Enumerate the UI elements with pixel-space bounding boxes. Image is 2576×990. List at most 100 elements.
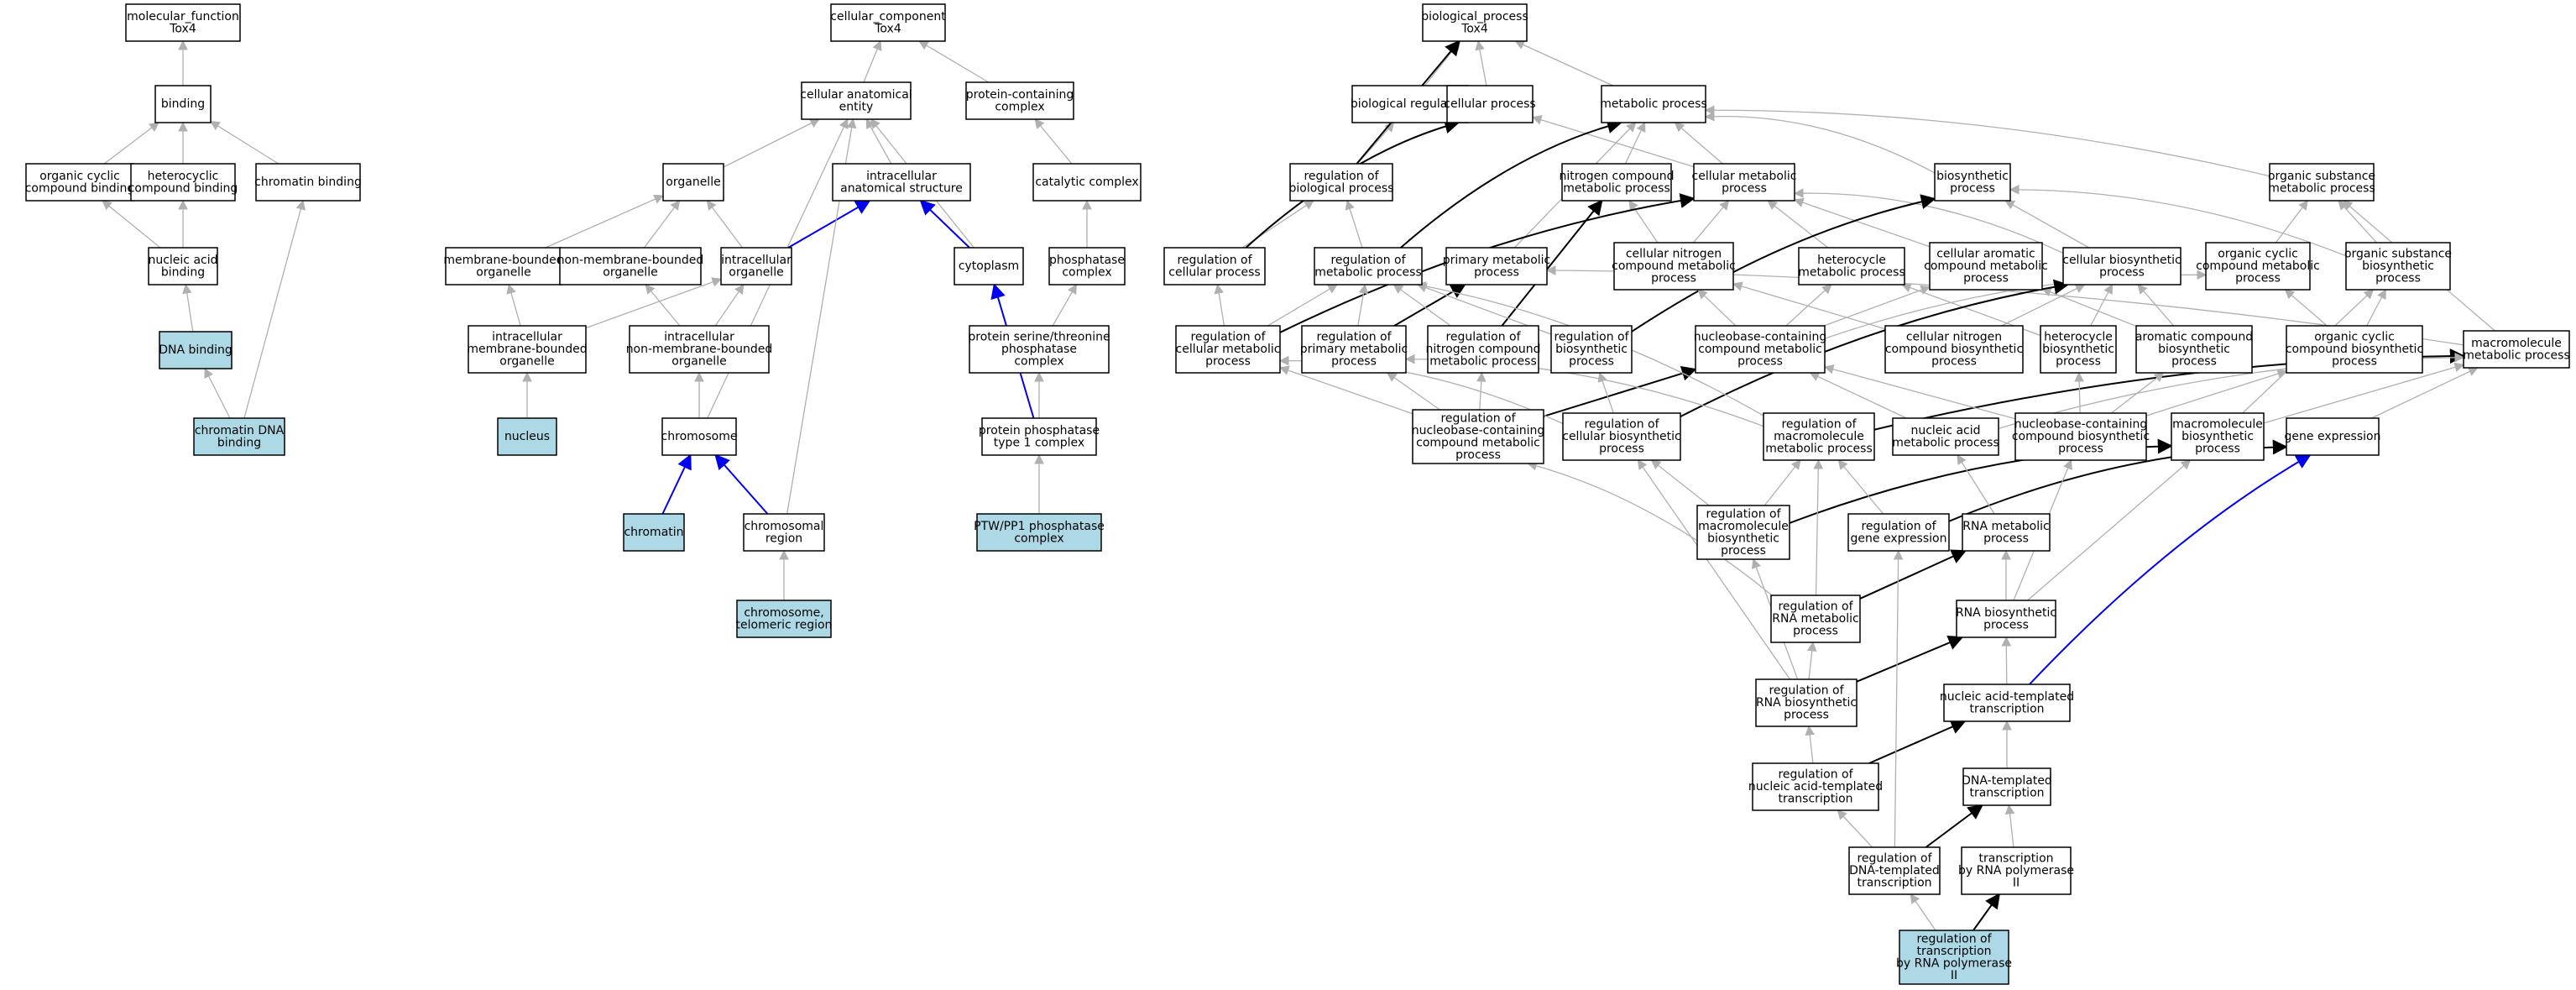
node-cellproc[interactable]: cellular process <box>1444 85 1536 123</box>
node-box-rbiosyn <box>1550 325 1633 374</box>
node-label-cellproc: cellular process <box>1444 97 1535 111</box>
edge-organelle-to-cae <box>723 118 821 168</box>
edge-io-to-ias <box>787 200 871 249</box>
node-box-ptw <box>976 513 1102 552</box>
node-cyto[interactable]: cytoplasm <box>954 247 1024 285</box>
edge-rrnabp-to-rcbp <box>1637 459 1791 680</box>
edge-cyto-to-ias <box>919 199 970 249</box>
node-chromatin[interactable]: chromatin <box>623 513 685 552</box>
edge-namp-to-nbcmp <box>1809 372 1907 419</box>
node-telo[interactable]: chromosome,telomeric region <box>736 600 833 638</box>
node-label-rnatt: transcription <box>1778 793 1852 806</box>
node-nucleus[interactable]: nucleus <box>497 417 557 456</box>
node-label-cbp: process <box>2099 265 2145 279</box>
node-binding[interactable]: binding <box>154 85 212 123</box>
node-label-pstp: complex <box>1014 355 1063 369</box>
node-box-occmp <box>2205 242 2311 291</box>
node-rmacbp[interactable]: regulation ofmacromoleculebiosyntheticpr… <box>1696 505 1790 560</box>
node-metproc[interactable]: metabolic process <box>1600 85 1707 123</box>
node-box-macmp <box>2463 330 2570 369</box>
node-inmbo[interactable]: intracellularnon-membrane-boundedorganel… <box>626 325 773 374</box>
node-chrom_bind[interactable]: chromatin binding <box>254 163 362 202</box>
node-label-rtrp2: II <box>1951 969 1957 982</box>
node-catcx[interactable]: catalytic complex <box>1032 163 1142 202</box>
node-label-rrnamp: regulation of <box>1778 600 1853 614</box>
node-box-chrom_bind <box>255 163 361 202</box>
node-pstp[interactable]: protein serine/threoninephosphatasecompl… <box>968 325 1110 374</box>
node-label-dtt: DNA-templated <box>1962 774 2052 788</box>
edge-rcmp-to-rmp <box>1267 284 1338 327</box>
node-box-cellproc <box>1446 85 1534 123</box>
node-geneexp[interactable]: gene expression <box>2285 417 2381 456</box>
node-organelle[interactable]: organelle <box>662 163 724 202</box>
edge-rrnamp-to-rnamp <box>1859 549 1967 600</box>
node-chromosome[interactable]: chromosome <box>661 417 738 456</box>
node-label-rpmp: regulation of <box>1316 331 1392 344</box>
node-rnbcmp[interactable]: regulation ofnucleobase-containingcompou… <box>1412 409 1545 464</box>
node-dnab[interactable]: DNA binding <box>159 331 233 369</box>
edge-caromp-to-cmp <box>1793 197 1931 248</box>
edge-ncmp-to-metproc <box>1624 121 1646 165</box>
node-box-nbcmp <box>1695 325 1826 374</box>
node-box-mf <box>125 3 241 42</box>
